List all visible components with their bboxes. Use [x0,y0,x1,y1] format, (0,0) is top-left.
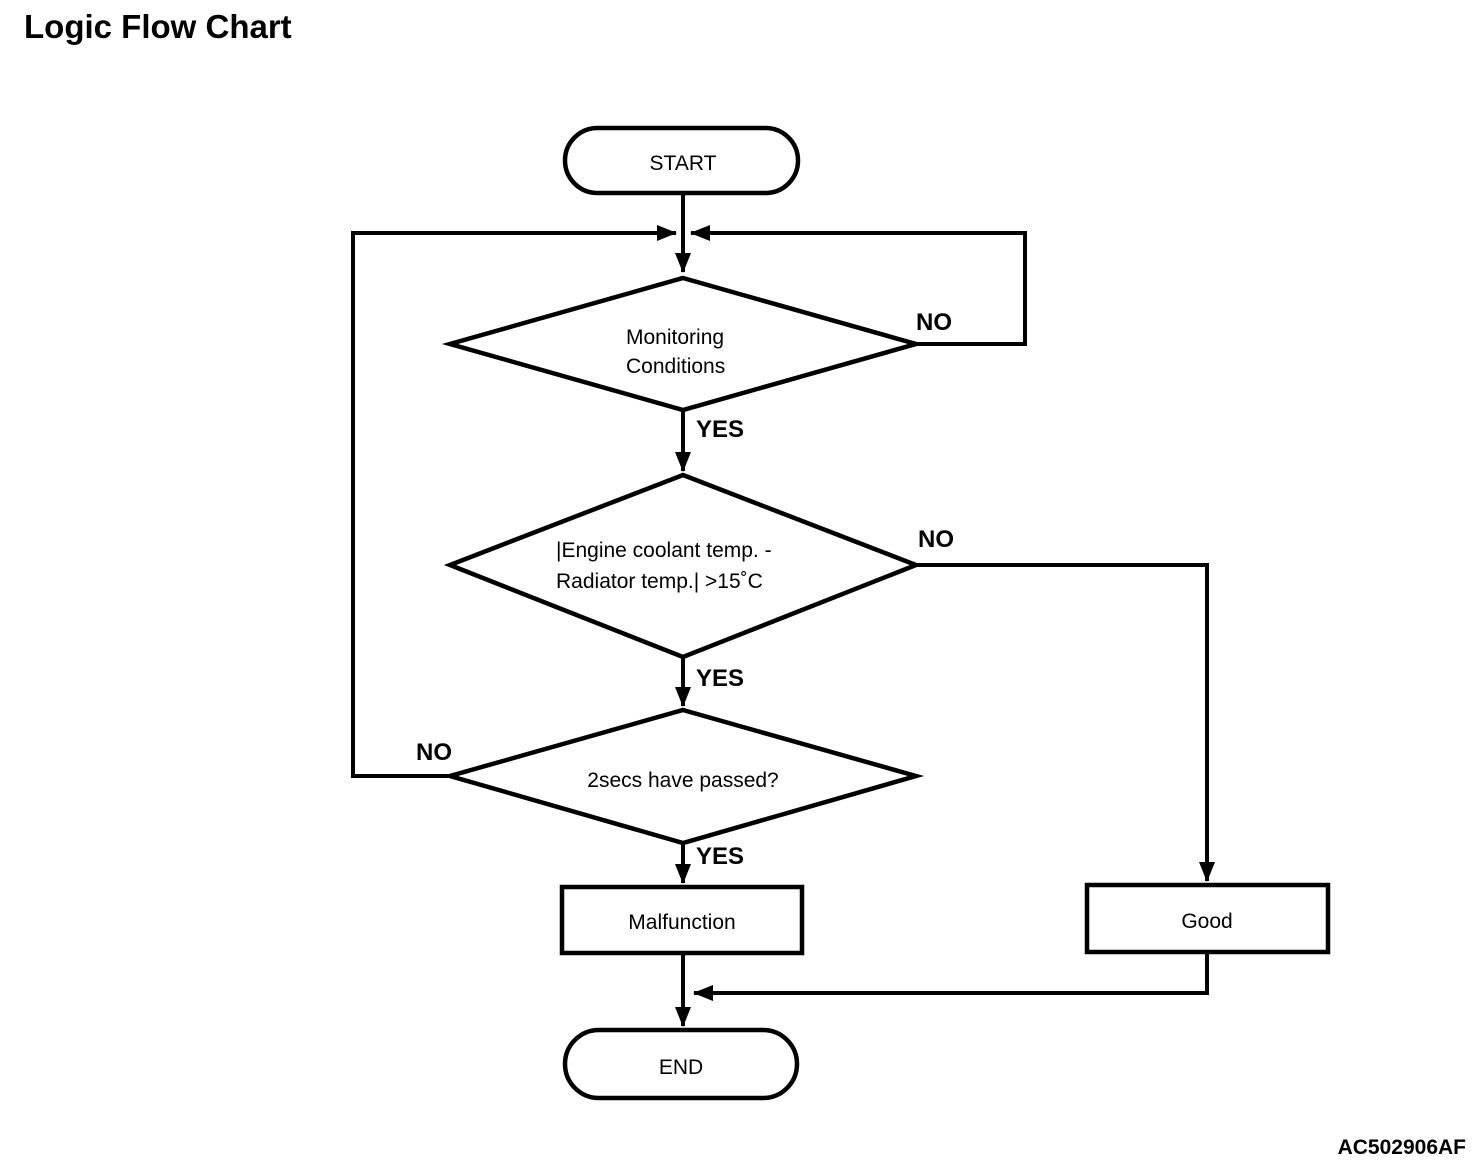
malfunction-process [559,884,805,956]
end-label: END [659,1056,703,1079]
malfunction-label: Malfunction [628,911,735,934]
timer-no-label: NO [416,739,452,766]
figure-code: AC502906AF [1337,1136,1466,1159]
monitoring-no-label: NO [916,309,952,336]
temp-no-label: NO [918,526,954,553]
start-terminator [562,125,801,196]
edge-temp-no-to-good [916,563,1215,882]
good-label: Good [1181,910,1232,933]
edge-timer-no-loop [351,225,677,778]
temp-label-line2: Radiator temp.| >15˚C [556,570,763,593]
edge-monitoring-no-loop [690,225,1027,346]
edge-good-merge [693,952,1209,1001]
start-label: START [650,152,717,175]
page-title: Logic Flow Chart [24,8,292,45]
timer-decision [441,707,925,846]
monitoring-label-line2: Conditions [626,355,725,378]
monitoring-conditions-decision [441,275,925,413]
temp-yes-label: YES [696,665,744,692]
timer-yes-label: YES [696,843,744,870]
temp-difference-decision [443,472,923,660]
monitoring-label-line1: Monitoring [626,326,724,349]
timer-label: 2secs have passed? [587,769,778,792]
end-terminator [562,1027,800,1101]
good-process [1084,882,1331,955]
monitoring-yes-label: YES [696,416,744,443]
temp-label-line1: |Engine coolant temp. - [556,539,772,562]
